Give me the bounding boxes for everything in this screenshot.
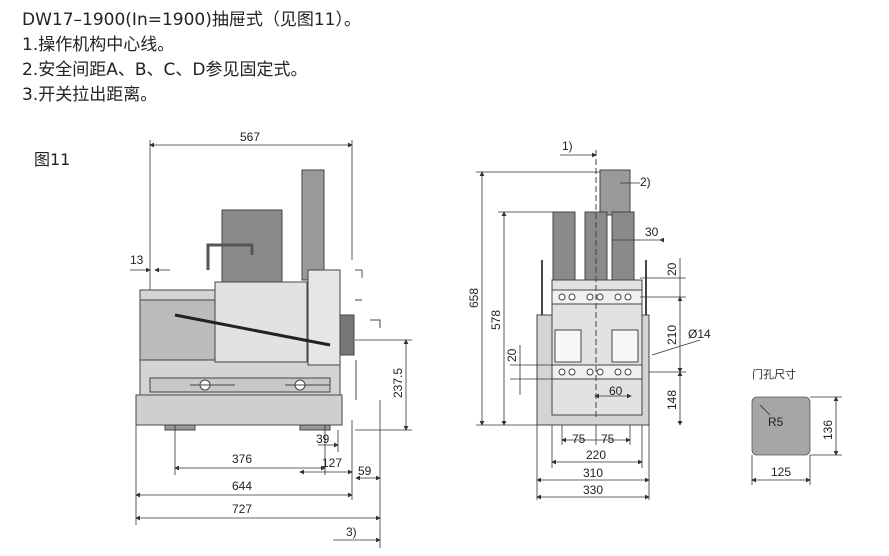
door-cutout bbox=[751, 396, 842, 485]
dim-330: 330 bbox=[583, 483, 603, 497]
cutout-width: 125 bbox=[771, 465, 791, 479]
side-foot-right bbox=[299, 424, 331, 431]
note-1: 1.操作机构中心线。 bbox=[22, 35, 175, 55]
side-busbar bbox=[301, 169, 325, 281]
marker-3: 3) bbox=[346, 525, 357, 539]
marker-1: 1) bbox=[562, 139, 573, 153]
dim-59: 59 bbox=[358, 464, 372, 478]
side-foot-left bbox=[164, 424, 196, 431]
front-bus-right bbox=[611, 211, 635, 283]
cutout-radius: R5 bbox=[768, 415, 784, 429]
dim-727: 727 bbox=[232, 502, 252, 516]
side-dimensions bbox=[130, 140, 412, 548]
side-mechanism bbox=[139, 299, 216, 361]
dim-644: 644 bbox=[232, 479, 252, 493]
front-bus-left bbox=[552, 211, 576, 283]
dim-376: 376 bbox=[232, 452, 252, 466]
dim-127: 127 bbox=[322, 456, 342, 470]
notes-block: DW17–1900(In=1900)抽屉式（见图11）。 1.操作机构中心线。 … bbox=[22, 8, 361, 108]
front-bus-mid-back bbox=[599, 169, 631, 216]
figure-label: 图11 bbox=[34, 150, 71, 169]
dim-210: 210 bbox=[665, 325, 679, 345]
note-2: 2.安全间距A、B、C、D参见固定式。 bbox=[22, 60, 308, 80]
front-view bbox=[536, 150, 650, 426]
dim-567: 567 bbox=[240, 130, 260, 144]
dim-578: 578 bbox=[489, 310, 503, 330]
dim-39: 39 bbox=[316, 432, 330, 446]
dim-658: 658 bbox=[467, 288, 481, 308]
marker-2: 2) bbox=[640, 175, 651, 189]
dim-60: 60 bbox=[609, 384, 623, 398]
dim-20-left: 20 bbox=[505, 348, 519, 362]
dim-30: 30 bbox=[645, 225, 659, 239]
cutout-title: 门孔尺寸 bbox=[752, 368, 796, 381]
dim-diameter-14: Ø14 bbox=[688, 327, 711, 341]
side-upper-frame bbox=[214, 281, 308, 363]
notes-title: DW17–1900(In=1900)抽屉式（见图11）。 bbox=[22, 10, 361, 30]
dim-220: 220 bbox=[586, 448, 606, 462]
dim-75-right: 75 bbox=[601, 432, 615, 446]
cutout-height: 136 bbox=[821, 420, 835, 440]
side-front-plate bbox=[339, 314, 355, 356]
side-right-panel bbox=[307, 269, 341, 366]
side-view bbox=[135, 169, 381, 431]
side-handle bbox=[206, 243, 254, 270]
side-base bbox=[135, 394, 343, 426]
dim-20-top: 20 bbox=[665, 262, 679, 276]
front-dimensions bbox=[476, 152, 701, 500]
side-diagonal-link bbox=[174, 313, 331, 347]
note-3: 3.开关拉出距离。 bbox=[22, 85, 158, 105]
dim-13: 13 bbox=[130, 253, 144, 267]
dim-310: 310 bbox=[583, 466, 603, 480]
dim-237-5: 237.5 bbox=[391, 368, 405, 398]
dim-148: 148 bbox=[665, 390, 679, 410]
dim-75-left: 75 bbox=[572, 432, 586, 446]
